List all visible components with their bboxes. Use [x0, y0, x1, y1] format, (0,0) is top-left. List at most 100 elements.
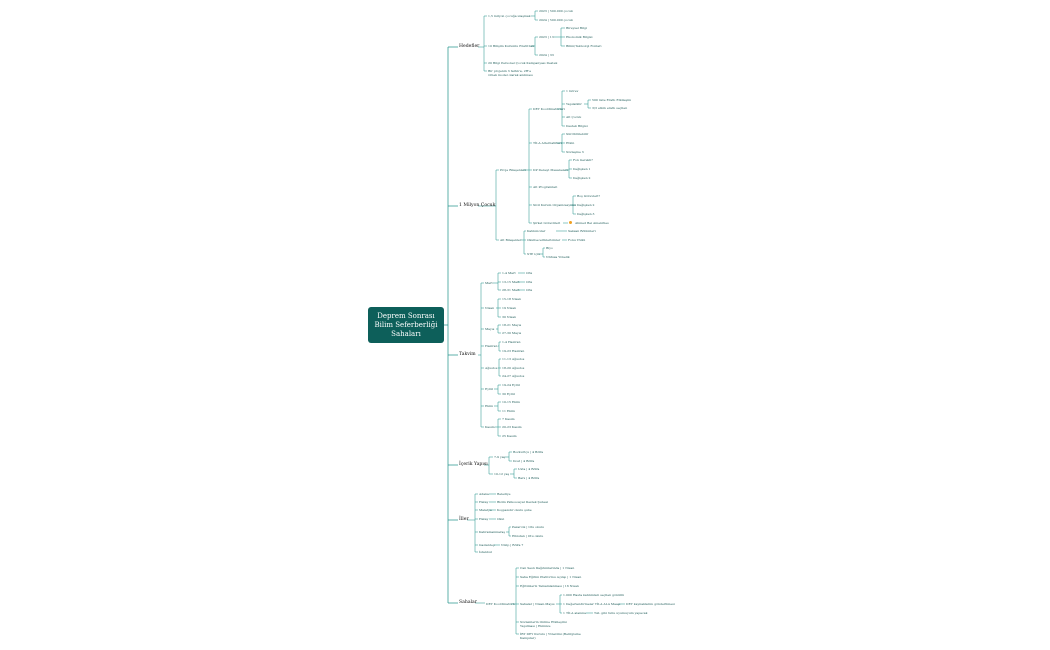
topic-node[interactable]: Fon Gerekli? [573, 158, 593, 162]
topic-node[interactable]: DEY Koordinatörleri [533, 107, 565, 111]
topic-node[interactable]: Hatay [479, 517, 489, 521]
topic-node[interactable]: 27-30 Mayıs [502, 331, 522, 335]
topic-node[interactable]: Değişken 3 [577, 212, 595, 216]
topic-node[interactable]: Kahramanmaraş [479, 530, 505, 534]
topic-node[interactable]: Ahmed Bei Amenities [575, 221, 609, 225]
topic-node[interactable]: 19-24 Eylül [502, 383, 520, 387]
topic-node[interactable]: Proje Bileşenleri [500, 168, 526, 172]
branch-iller[interactable]: İller [459, 517, 469, 522]
topic-node[interactable]: Bir projenin 3 farklı'a, 2H'e örnek mode… [488, 69, 533, 77]
topic-node[interactable]: Bozkurtçu | 4 Bölfa [513, 450, 544, 454]
topic-node[interactable]: 2024 | 500.000 çocuk [539, 18, 573, 22]
topic-node[interactable]: 19-23 Haziran [502, 349, 525, 353]
topic-node[interactable]: Kasım [485, 425, 495, 429]
topic-node[interactable]: 10-12 yaş [494, 472, 510, 476]
topic-node[interactable]: Katılımcılar [527, 229, 546, 233]
topic-node[interactable]: Ofis [526, 288, 533, 292]
topic-node[interactable]: 2024 | 33 [539, 53, 554, 57]
topic-node[interactable]: Alt Çocuk [566, 115, 582, 119]
topic-node[interactable]: Etkin [566, 141, 575, 145]
topic-node[interactable]: 1-4 Mart [502, 271, 516, 275]
topic-node[interactable]: Mayıs [485, 327, 495, 331]
topic-node[interactable]: Alt Bileşenler [500, 238, 522, 242]
topic-node[interactable]: 3/3 etkin eratlı seçilen [592, 106, 628, 110]
topic-node[interactable]: Dost | 4 Bölfa [513, 459, 535, 463]
topic-node[interactable]: Usta | 4 Bölfa [518, 467, 540, 471]
topic-node[interactable]: 2023 | 13 [539, 35, 554, 39]
topic-node[interactable]: Nüfusa Yönelik [546, 255, 570, 259]
topic-node[interactable]: 20 Bilgi Personel Çocuk Kampanyası Deste… [488, 61, 558, 65]
topic-node[interactable]: DP Deneyi Mesaneleri [533, 168, 568, 172]
topic-node[interactable]: TİLA Alternatifleri [533, 141, 562, 145]
topic-node[interactable]: Fonu Yönlü [568, 238, 586, 242]
topic-node[interactable]: 28-31 Mart [502, 288, 520, 292]
topic-node[interactable]: DEY kaynaklarını gönderilmesi [626, 602, 675, 606]
branch-icerik-yapisi[interactable]: İçerik Yapısı [459, 462, 488, 467]
topic-node[interactable]: 10 Bilişim Kurumlu Enstitüsü [488, 44, 535, 48]
topic-node[interactable]: Adana [479, 492, 489, 496]
topic-node[interactable]: Biyo [546, 246, 553, 250]
topic-node[interactable]: 24-27 Ağustos [502, 374, 525, 378]
topic-node[interactable]: 20-23 Kasım [502, 425, 522, 429]
topic-node[interactable]: 10-15 Ekim [502, 400, 520, 404]
topic-node[interactable]: Malatya [479, 508, 492, 512]
topic-node[interactable]: Ofis [526, 271, 533, 275]
topic-node[interactable]: 1.000 Hasta katılımları seçilen gönüllü [563, 593, 624, 597]
topic-node[interactable]: Boş Görevleri? [577, 194, 601, 198]
topic-node[interactable]: Eylül [485, 387, 493, 391]
topic-node[interactable]: Bizim Psikososyal Destek Şubesi [497, 500, 549, 504]
topic-node[interactable]: Değişken 1 [573, 167, 591, 171]
topic-node[interactable]: Şirket Görevlileri [533, 221, 561, 225]
topic-node[interactable]: Değişken 2 [573, 176, 591, 180]
topic-node[interactable]: Okulbeceriklerizmler [527, 238, 561, 242]
topic-node[interactable]: Ofis [526, 280, 533, 284]
topic-node[interactable]: Hatay [479, 500, 489, 504]
branch-hedefler[interactable]: Hedefler [459, 44, 480, 49]
topic-node[interactable]: STP için [527, 252, 540, 256]
topic-node[interactable]: Sözlemlerin Online Etkileşimi Yapılması … [520, 620, 567, 628]
topic-node[interactable]: 1 Görev [566, 89, 579, 93]
topic-node[interactable]: Ekonomik Bilgisi [566, 35, 593, 39]
topic-node[interactable]: Sürdürülebilir [566, 132, 589, 136]
topic-node[interactable]: Bars | 4 Bölfa [518, 476, 540, 480]
topic-node[interactable]: Mart [485, 281, 493, 285]
topic-node[interactable]: 7-9 yaş [494, 455, 506, 459]
topic-node[interactable]: 7 Kasım [502, 417, 515, 421]
topic-node[interactable]: Ekim [485, 404, 494, 408]
topic-node[interactable]: 13-15 Mart [502, 280, 520, 284]
topic-node[interactable]: Belediye [497, 492, 511, 496]
topic-node[interactable]: TAL gibi tuhu uyumuyum yapacak [594, 611, 648, 615]
topic-node[interactable]: Eğitimleriz Tamamlanması | 16 Nisan [520, 584, 579, 588]
topic-node[interactable]: Nizip | Bölfa 7 [501, 543, 524, 547]
topic-node[interactable]: Okul [497, 517, 505, 521]
topic-node[interactable]: 1-4 Haziran [502, 340, 521, 344]
topic-node[interactable]: 1,5 milyon çocuğa ulaşmak [488, 14, 531, 18]
topic-node[interactable]: Sivil Kurum Organizasyonu [533, 203, 576, 207]
topic-node[interactable]: 1 TİLA alanına [563, 611, 587, 615]
root-topic[interactable]: Deprem Sonrası Bilim Seferberliği Sahala… [368, 307, 444, 343]
topic-node[interactable]: Gaziantep [479, 543, 495, 547]
topic-node[interactable]: Pazarcık | Otu okulu [512, 525, 544, 529]
topic-node[interactable]: Elbistan | Otu okulu [512, 534, 544, 538]
topic-node[interactable]: Haziran [485, 344, 498, 348]
topic-node[interactable]: Destek Bilgisi [566, 124, 588, 128]
topic-node[interactable]: 25 Kasım [502, 434, 517, 438]
topic-node[interactable]: Saha Eğitim Platformu Açılışı | 1 Nisan [520, 575, 582, 579]
topic-node[interactable]: 18-20 Ağustos [502, 366, 525, 370]
topic-node[interactable]: 11 Ekim [502, 409, 515, 413]
topic-node[interactable]: Bireysel Bilgi [566, 26, 587, 30]
topic-node[interactable]: 30 Eylül [502, 392, 515, 396]
branch-takvim[interactable]: Takvim [459, 352, 476, 357]
topic-node[interactable]: Sözleşme 3 [566, 150, 584, 154]
branch-1-milyon-cocuk[interactable]: 1 Milyon Çocuk [459, 203, 496, 208]
topic-node[interactable]: Saksan Bölümleri [568, 229, 596, 233]
topic-node[interactable]: 11-13 Ağustos [502, 357, 525, 361]
topic-node[interactable]: 19 Nisan [502, 306, 517, 310]
topic-node[interactable]: DEY Koordinatörü [486, 602, 515, 606]
topic-node[interactable]: 30 Nisan [502, 315, 517, 319]
topic-node[interactable]: Nisan [485, 306, 495, 310]
topic-node[interactable]: Ağustos [485, 366, 498, 370]
topic-node[interactable]: Sahalar | Nisan-Mayıs [520, 602, 555, 606]
topic-node[interactable]: Koşpazıdır okulu şube [497, 508, 532, 512]
topic-node[interactable]: 500 üste Eratlı Etkileşim [592, 98, 632, 102]
